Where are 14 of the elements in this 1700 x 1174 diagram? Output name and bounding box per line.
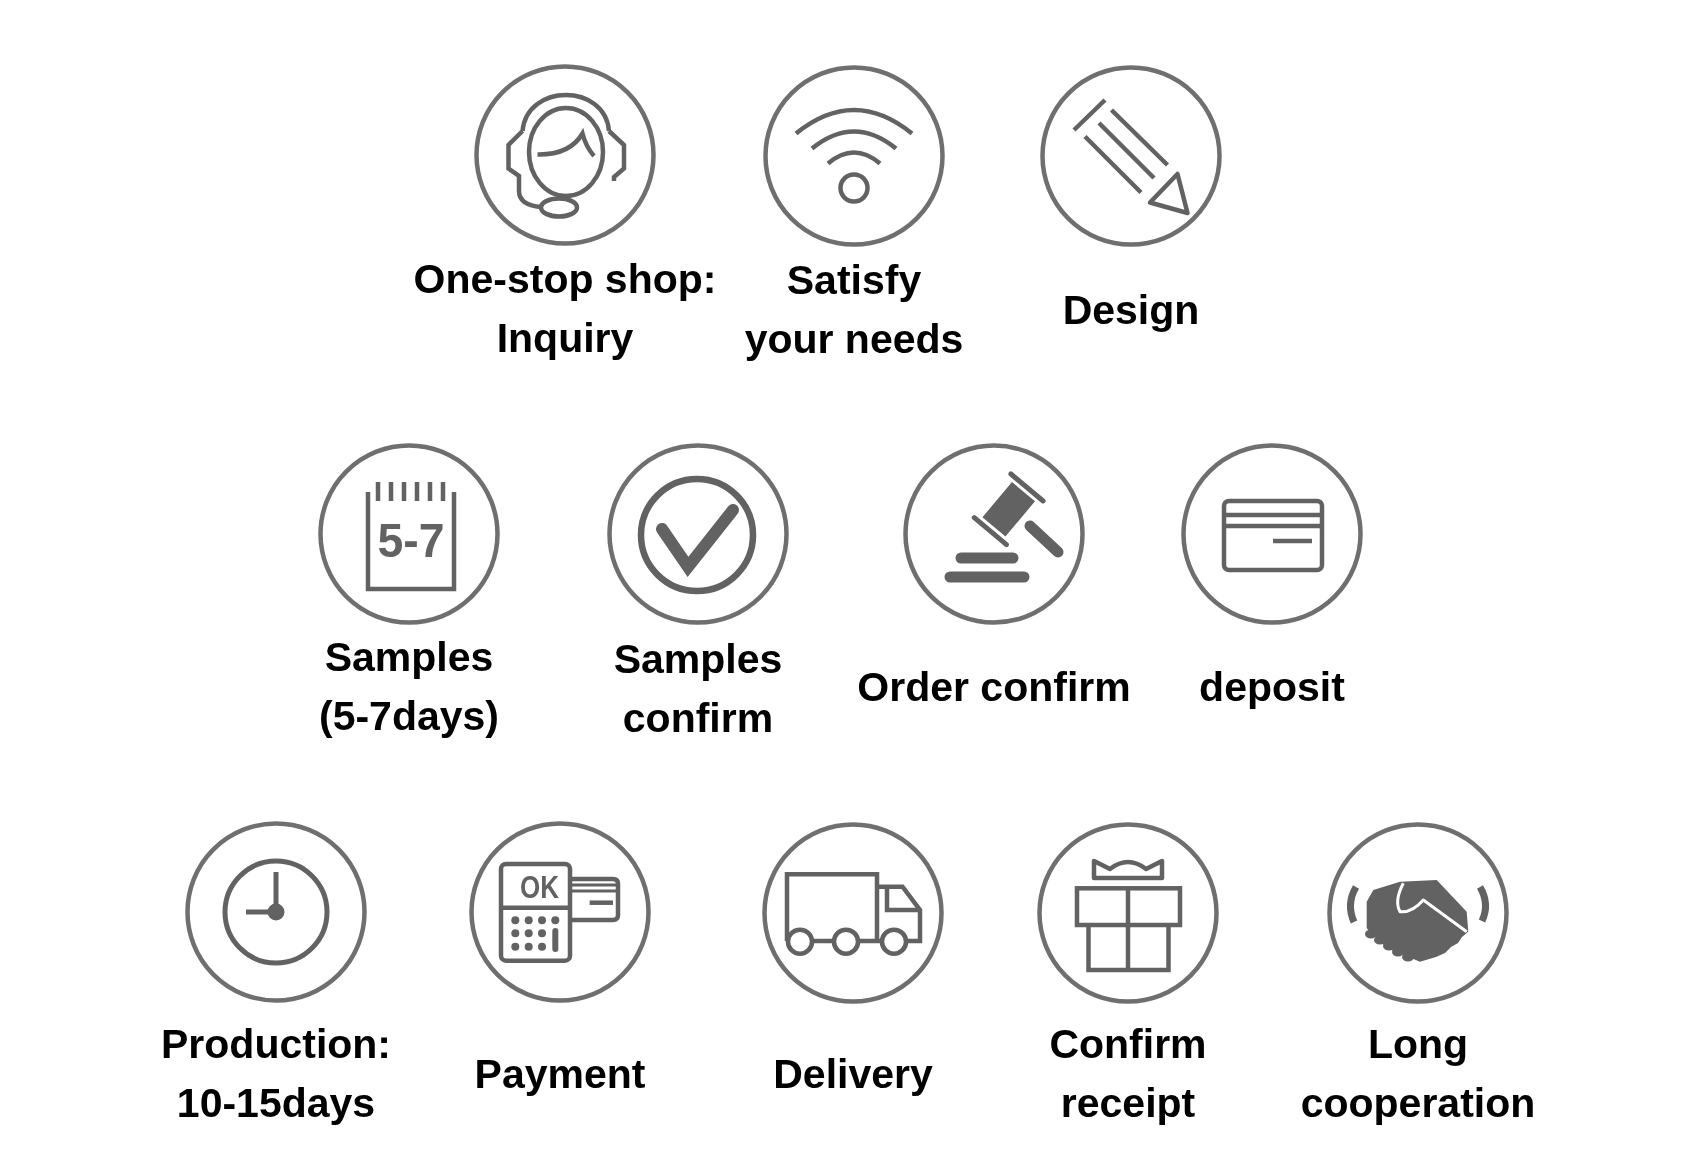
- step-label: Order confirm: [857, 662, 1131, 712]
- step-label: Satisfy your needs: [743, 256, 965, 364]
- step-label: Delivery: [773, 1049, 933, 1099]
- step-label: Samples confirm: [612, 635, 784, 743]
- step-label: Confirm receipt: [1048, 1020, 1208, 1128]
- step-label: One-stop shop: Inquiry: [412, 255, 718, 363]
- step-label: Payment: [474, 1049, 646, 1099]
- calendar-number: 5-7: [377, 514, 447, 567]
- step-label: Samples (5-7days): [318, 633, 500, 741]
- terminal-screen-text: OK: [520, 869, 568, 905]
- step-label: deposit: [1199, 662, 1345, 712]
- step-label: Design: [1062, 285, 1200, 335]
- step-label: Long cooperation: [1299, 1020, 1537, 1128]
- step-label: Production: 10-15days: [160, 1020, 392, 1128]
